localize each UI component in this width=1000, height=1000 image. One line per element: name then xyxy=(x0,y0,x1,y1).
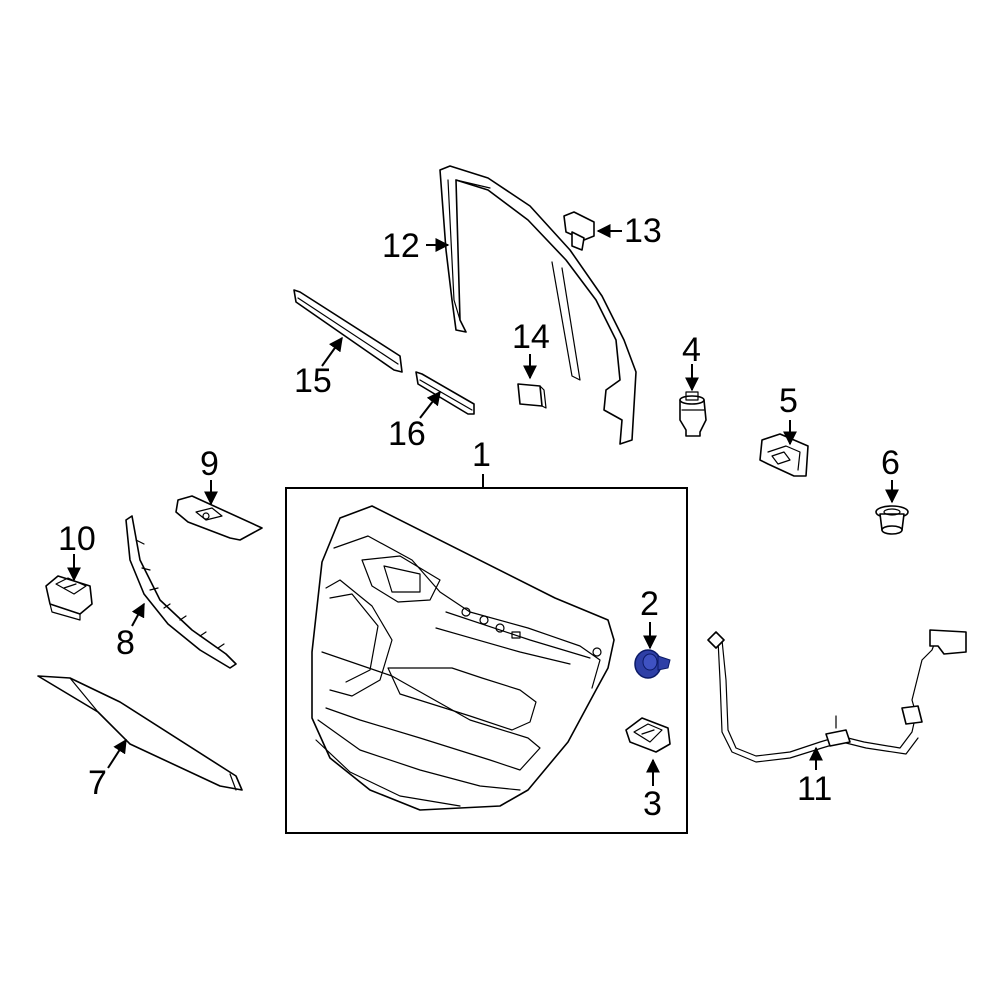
callout-11: 11 xyxy=(797,770,832,808)
callout-9: 9 xyxy=(200,445,219,483)
part-1-door-trim-panel[interactable] xyxy=(285,487,688,834)
part-5-bracket[interactable] xyxy=(759,433,809,477)
callout-12: 12 xyxy=(382,227,420,265)
part-7-trim-strip[interactable] xyxy=(37,675,243,791)
part-11-wiring-harness[interactable] xyxy=(707,629,967,763)
callout-5: 5 xyxy=(779,382,798,420)
callout-4: 4 xyxy=(682,331,701,369)
callout-6: 6 xyxy=(881,444,900,482)
callout-15: 15 xyxy=(294,362,332,400)
callout-7: 7 xyxy=(88,764,107,802)
callout-8: 8 xyxy=(116,624,135,662)
callout-2: 2 xyxy=(640,585,659,623)
callout-16: 16 xyxy=(388,415,426,453)
part-3-clip[interactable] xyxy=(625,717,671,753)
callout-14: 14 xyxy=(512,318,550,356)
part-4-plug[interactable] xyxy=(679,391,707,437)
part-6-grommet[interactable] xyxy=(875,505,909,535)
part-10-switch[interactable] xyxy=(45,575,93,621)
part-13-bracket[interactable] xyxy=(563,211,595,251)
callout-3: 3 xyxy=(643,785,662,823)
part-9-handle-trim[interactable] xyxy=(175,495,263,541)
callout-13: 13 xyxy=(624,212,662,250)
part-1-group-box xyxy=(285,487,688,834)
callout-10: 10 xyxy=(58,520,96,558)
part-2-retainer-clip[interactable] xyxy=(634,649,671,679)
callout-1: 1 xyxy=(472,436,491,474)
part-12-glass-run-channel[interactable] xyxy=(439,165,637,445)
part-15-belt-moulding[interactable] xyxy=(293,289,403,373)
part-14-pad[interactable] xyxy=(517,383,547,409)
part-16-moulding-strip[interactable] xyxy=(415,371,475,415)
part-8-curved-trim[interactable] xyxy=(125,515,237,669)
